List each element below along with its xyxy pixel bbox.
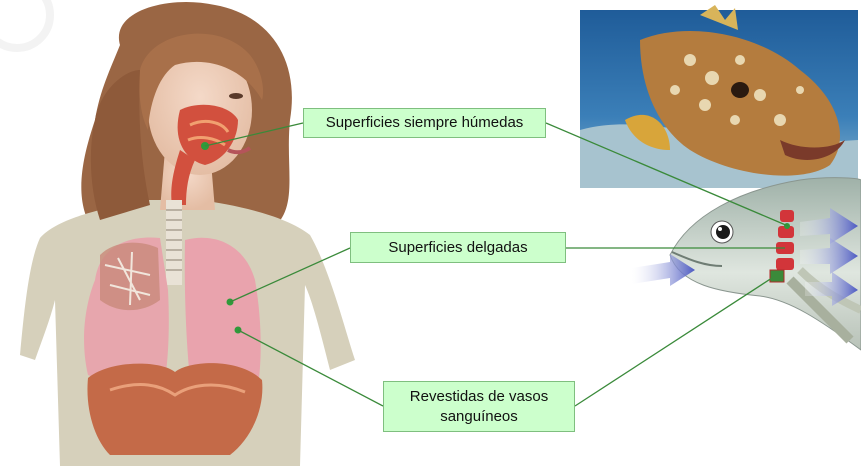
label-thin-surfaces: Superficies delgadas: [350, 232, 566, 263]
label-thin-text: Superficies delgadas: [388, 238, 528, 256]
label-humid-surfaces: Superficies siempre húmedas: [303, 108, 546, 138]
human-respiratory-illustration: [20, 1, 355, 466]
label-vessels-line2: sanguíneos: [440, 407, 518, 425]
label-blood-vessels: Revestidas de vasos sanguíneos: [383, 381, 575, 432]
leader-lines: [204, 122, 789, 407]
label-vessels-line1: Revestidas de vasos: [409, 387, 549, 405]
watermark-circle: [0, 0, 54, 52]
label-vessels-text: Revestidas de vasos sanguíneos: [410, 387, 548, 427]
label-humid-text: Superficies siempre húmedas: [325, 114, 524, 131]
fish-photo: [580, 5, 858, 188]
fish-gill-diagram: [632, 177, 861, 351]
water-flow-arrows: [632, 208, 858, 306]
